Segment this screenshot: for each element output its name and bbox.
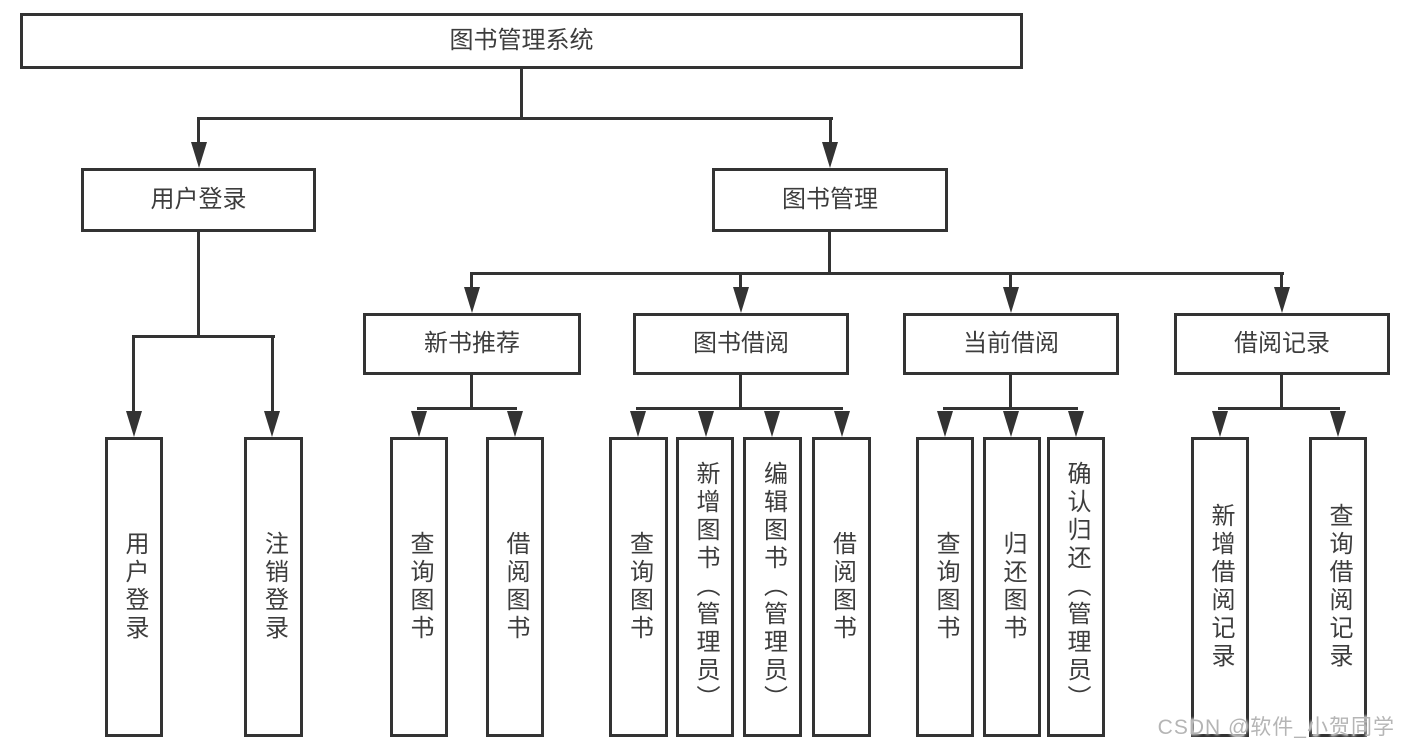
node-query-books-current: 查询图书 (916, 437, 974, 737)
connector-current-borrow-stem (1009, 375, 1012, 409)
connector-book-borrow-rail (636, 407, 843, 410)
arrowhead-down-icon (733, 287, 749, 313)
node-add-borrow-record: 新增借阅记录 (1191, 437, 1249, 737)
node-edit-books-admin: 编辑图书（管理员） (743, 437, 802, 737)
connector-drop-book-management (829, 117, 832, 146)
arrowhead-down-icon (630, 411, 646, 437)
arrowhead-down-icon (764, 411, 780, 437)
arrowhead-down-icon (507, 411, 523, 437)
node-book-management: 图书管理 (712, 168, 948, 232)
arrowhead-down-icon (1212, 411, 1228, 437)
node-new-book-recommendation: 新书推荐 (363, 313, 581, 375)
connector-drop-logout (271, 335, 274, 411)
node-book-borrowing: 图书借阅 (633, 313, 849, 375)
connector-borrow-records-rail (1218, 407, 1340, 410)
node-add-books-admin: 新增图书（管理员） (676, 437, 734, 737)
node-current-borrowing: 当前借阅 (903, 313, 1119, 375)
node-borrowing-records: 借阅记录 (1174, 313, 1390, 375)
connector-drop-current-borrow (1009, 272, 1012, 289)
arrowhead-down-icon (1068, 411, 1084, 437)
connector-borrow-records-stem (1280, 375, 1283, 409)
node-library-management-system: 图书管理系统 (20, 13, 1023, 69)
node-query-books-recommend: 查询图书 (390, 437, 448, 737)
arrowhead-down-icon (1003, 287, 1019, 313)
connector-drop-borrow-records (1280, 272, 1283, 289)
connector-level2-rail (197, 117, 833, 120)
connector-drop-login (132, 335, 135, 411)
node-confirm-return-admin: 确认归还（管理员） (1047, 437, 1105, 737)
connector-root-stem (520, 69, 523, 120)
connector-level3-rail (470, 272, 1284, 275)
connector-current-borrow-rail (943, 407, 1078, 410)
node-user-login: 用户登录 (81, 168, 316, 232)
connector-drop-new-book (470, 272, 473, 289)
node-borrow-books: 借阅图书 (812, 437, 871, 737)
arrowhead-down-icon (126, 411, 142, 437)
connector-book-borrow-stem (739, 375, 742, 409)
arrowhead-down-icon (834, 411, 850, 437)
arrowhead-down-icon (411, 411, 427, 437)
arrowhead-down-icon (191, 142, 207, 168)
node-return-books: 归还图书 (983, 437, 1041, 737)
arrowhead-down-icon (937, 411, 953, 437)
arrowhead-down-icon (264, 411, 280, 437)
connector-user-login-stem (197, 232, 200, 337)
csdn-watermark: CSDN @软件_小贺同学 (1157, 716, 1395, 739)
arrowhead-down-icon (698, 411, 714, 437)
node-login: 用户登录 (105, 437, 163, 737)
node-borrow-books-recommend: 借阅图书 (486, 437, 544, 737)
connector-drop-user-login (197, 117, 200, 146)
connector-user-login-rail (132, 335, 275, 338)
node-query-books-borrowing: 查询图书 (609, 437, 668, 737)
arrowhead-down-icon (1330, 411, 1346, 437)
arrowhead-down-icon (1003, 411, 1019, 437)
connector-drop-book-borrow (739, 272, 742, 289)
connector-new-book-rail (417, 407, 517, 410)
arrowhead-down-icon (464, 287, 480, 313)
arrowhead-down-icon (1274, 287, 1290, 313)
node-query-borrow-record: 查询借阅记录 (1309, 437, 1367, 737)
connector-book-management-stem (828, 232, 831, 274)
connector-new-book-stem (470, 375, 473, 409)
arrowhead-down-icon (822, 142, 838, 168)
node-logout: 注销登录 (244, 437, 303, 737)
